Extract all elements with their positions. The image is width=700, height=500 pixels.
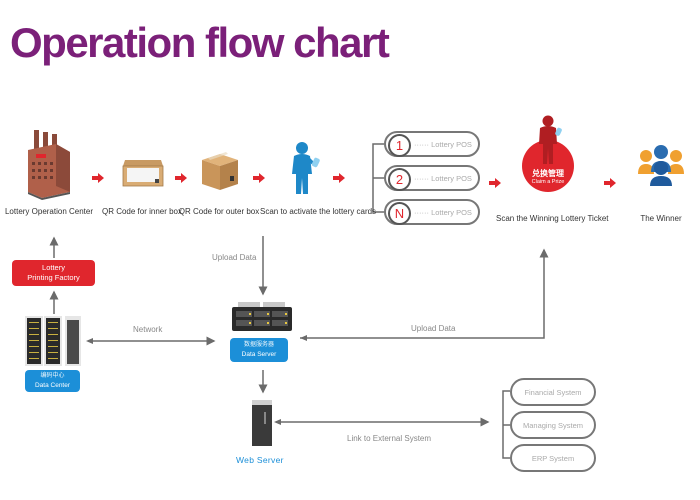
prize-person-icon (539, 115, 562, 164)
step-label-scan-winning: Scan the Winning Lottery Ticket (496, 214, 609, 223)
data-server-cn: 数据服务器 (243, 342, 274, 348)
external-system-item: Managing System (510, 411, 596, 439)
step-label-winner: The Winner (640, 214, 682, 223)
flow-arrow-2 (175, 173, 187, 183)
rack-server-icon (232, 302, 292, 331)
step-label-operation-center: Lottery Operation Center (4, 207, 94, 216)
flow-arrow-5 (489, 178, 501, 188)
claim-prize-en: Claim a Prize (531, 179, 565, 185)
step-label-activate: Scan to activate the lottery cards (260, 207, 377, 216)
data-server-box: 数据服务器 Data Server (230, 338, 288, 362)
claim-prize-cn: 兑换管理 (532, 169, 564, 178)
external-system-label: Managing System (522, 421, 584, 430)
external-system-label: ERP System (531, 454, 575, 463)
network-label: Network (133, 325, 163, 334)
cardboard-box-icon (202, 152, 238, 190)
external-system-item: ERP System (510, 444, 596, 472)
arrow-upload-to-prize (302, 248, 549, 339)
step-label-outer-box: QR Code for outer box (178, 207, 260, 216)
pos-label: ······ Lottery POS (414, 208, 472, 217)
pos-label: ······ Lottery POS (414, 140, 472, 149)
user-group-icon (638, 145, 684, 186)
data-server-en: Data Server (241, 351, 277, 358)
printing-factory-box: Lottery Printing Factory (12, 260, 95, 286)
open-box-icon (122, 160, 164, 187)
printing-factory-line2: Printing Factory (27, 273, 80, 282)
server-rack-icon (25, 316, 81, 366)
external-system-label: Financial System (524, 388, 582, 397)
flow-arrow-1 (92, 173, 104, 183)
upload-data-label-right: Upload Data (411, 324, 456, 333)
pos-number: 2 (388, 168, 411, 191)
factory-building-icon (28, 130, 70, 200)
flow-arrow-3 (253, 173, 265, 183)
external-system-item: Financial System (510, 378, 596, 406)
pos-item: 1 ······ Lottery POS (384, 131, 480, 157)
web-server-label: Web Server (236, 455, 284, 465)
pos-item: 2 ······ Lottery POS (384, 165, 480, 191)
pos-item: N ······ Lottery POS (384, 199, 480, 225)
pos-number: N (388, 202, 411, 225)
link-external-label: Link to External System (347, 434, 432, 443)
data-center-cn: 编码中心 (40, 373, 65, 379)
printing-factory-line1: Lottery (42, 263, 65, 272)
person-scanner-icon (292, 142, 320, 194)
data-center-en: Data Center (34, 382, 71, 389)
data-center-box: 编码中心 Data Center (25, 370, 80, 392)
upload-data-label-top: Upload Data (212, 253, 257, 262)
page-title: Operation flow chart (10, 19, 390, 66)
flow-arrow-4 (333, 173, 345, 183)
pos-number: 1 (388, 134, 411, 157)
pos-label: ······ Lottery POS (414, 174, 472, 183)
flow-arrow-6 (604, 178, 616, 188)
claim-prize-circle (522, 140, 574, 192)
tower-server-icon (252, 400, 272, 446)
step-label-inner-box: QR Code for inner box (101, 207, 183, 216)
